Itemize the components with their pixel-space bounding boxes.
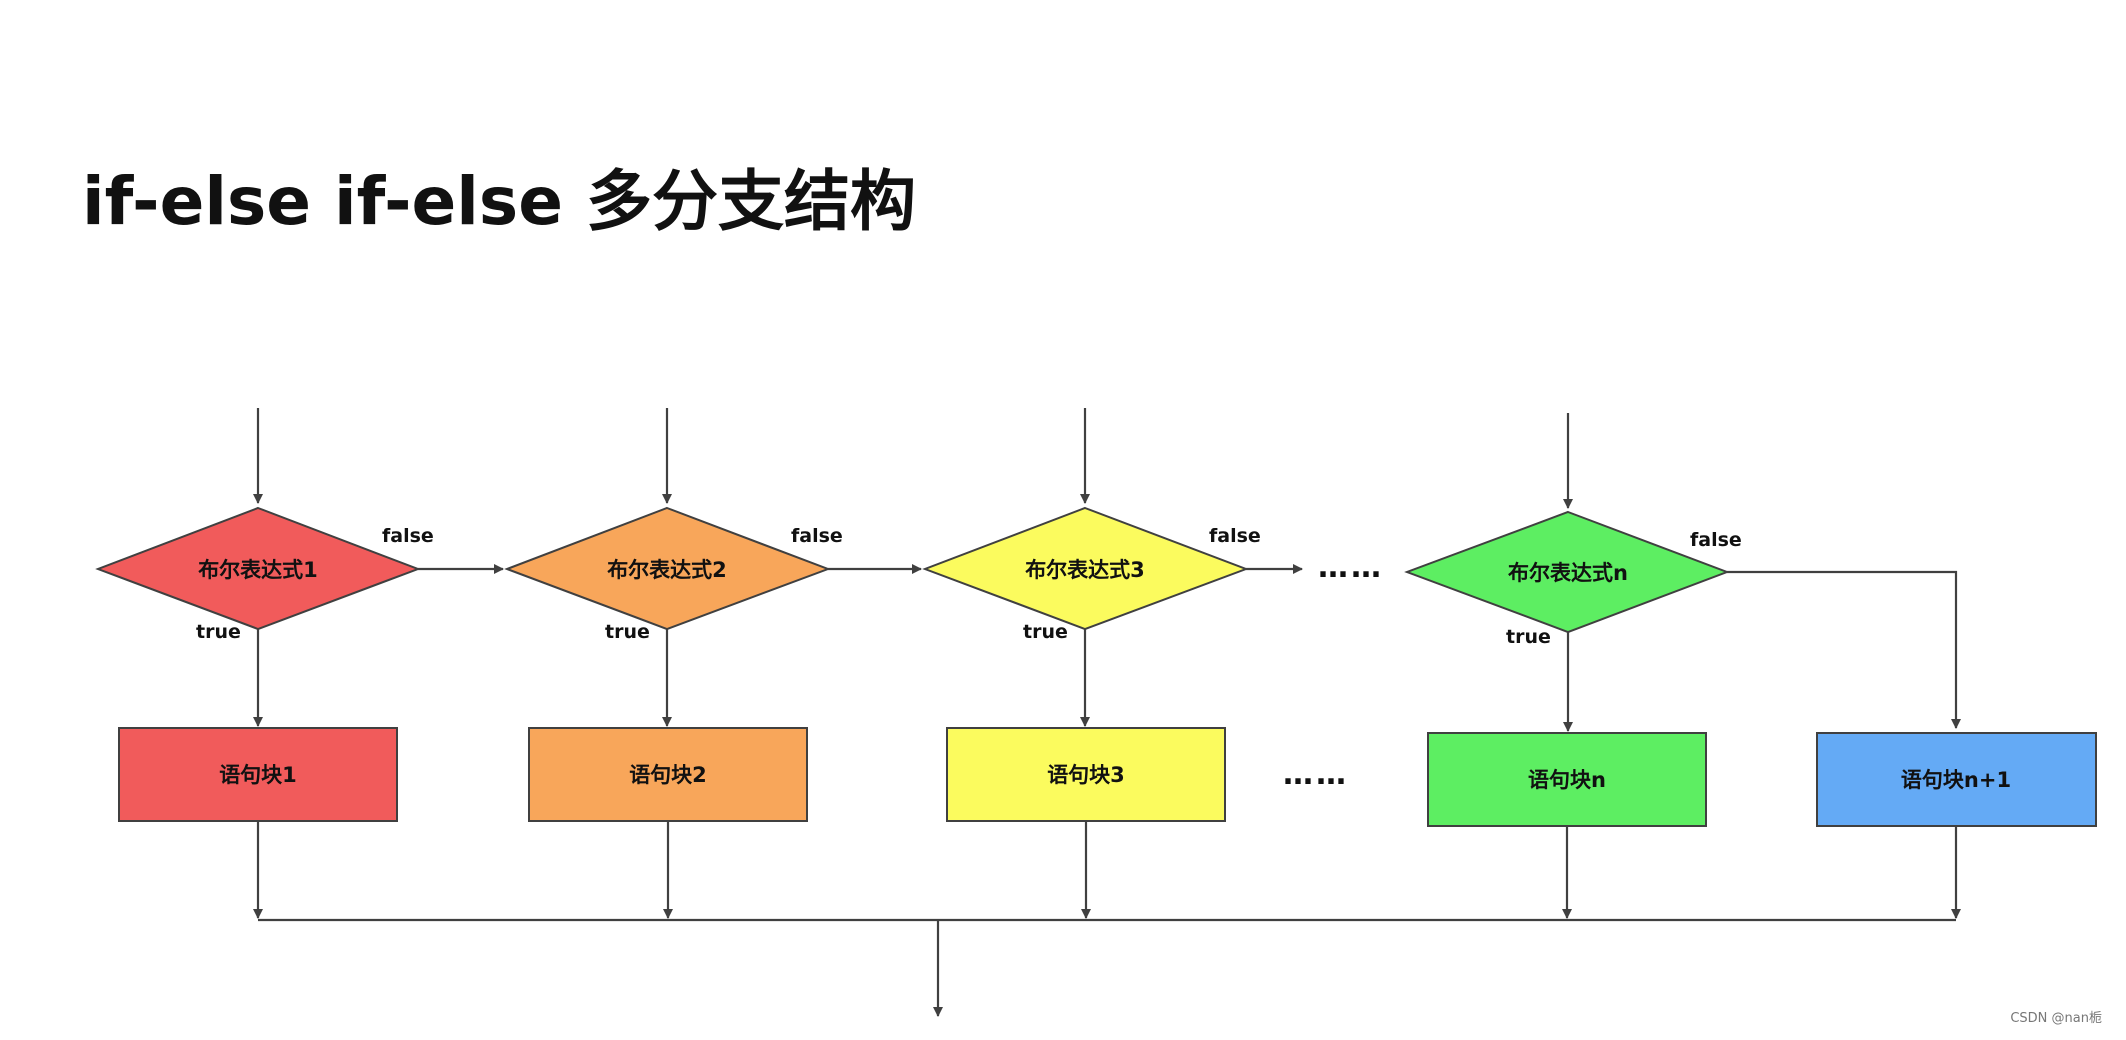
- true-label-2: true: [605, 621, 650, 643]
- condition-3-label: 布尔表达式3: [1025, 558, 1145, 582]
- condition-2-label: 布尔表达式2: [607, 558, 727, 582]
- block-2: 语句块2: [528, 727, 808, 822]
- condition-n: 布尔表达式n: [1404, 510, 1730, 634]
- block-n-plus-1: 语句块n+1: [1816, 732, 2097, 827]
- ellipsis-blocks: ……: [1283, 757, 1349, 792]
- block-n-label: 语句块n: [1528, 768, 1606, 792]
- block-n-plus-1-label: 语句块n+1: [1901, 768, 2011, 792]
- block-3-label: 语句块3: [1047, 763, 1125, 787]
- true-label-n: true: [1506, 626, 1551, 648]
- false-label-3: false: [1209, 525, 1261, 547]
- block-3: 语句块3: [946, 727, 1226, 822]
- condition-1-label: 布尔表达式1: [198, 558, 318, 582]
- true-label-1: true: [196, 621, 241, 643]
- condition-3: 布尔表达式3: [922, 506, 1249, 631]
- ellipsis-conditions: ……: [1318, 550, 1384, 585]
- block-1-label: 语句块1: [219, 763, 297, 787]
- watermark: CSDN @nan栀: [2010, 1011, 2102, 1026]
- block-1: 语句块1: [118, 727, 398, 822]
- block-2-label: 语句块2: [629, 763, 707, 787]
- block-n: 语句块n: [1427, 732, 1707, 827]
- condition-1: 布尔表达式1: [95, 506, 421, 631]
- false-label-n: false: [1690, 529, 1742, 551]
- false-arrow-n: [1727, 570, 1961, 729]
- condition-2: 布尔表达式2: [504, 506, 831, 631]
- true-label-3: true: [1023, 621, 1068, 643]
- slide-title: if-else if-else 多分支结构: [82, 163, 916, 240]
- condition-n-label: 布尔表达式n: [1508, 561, 1628, 585]
- false-label-2: false: [791, 525, 843, 547]
- false-label-1: false: [382, 525, 434, 547]
